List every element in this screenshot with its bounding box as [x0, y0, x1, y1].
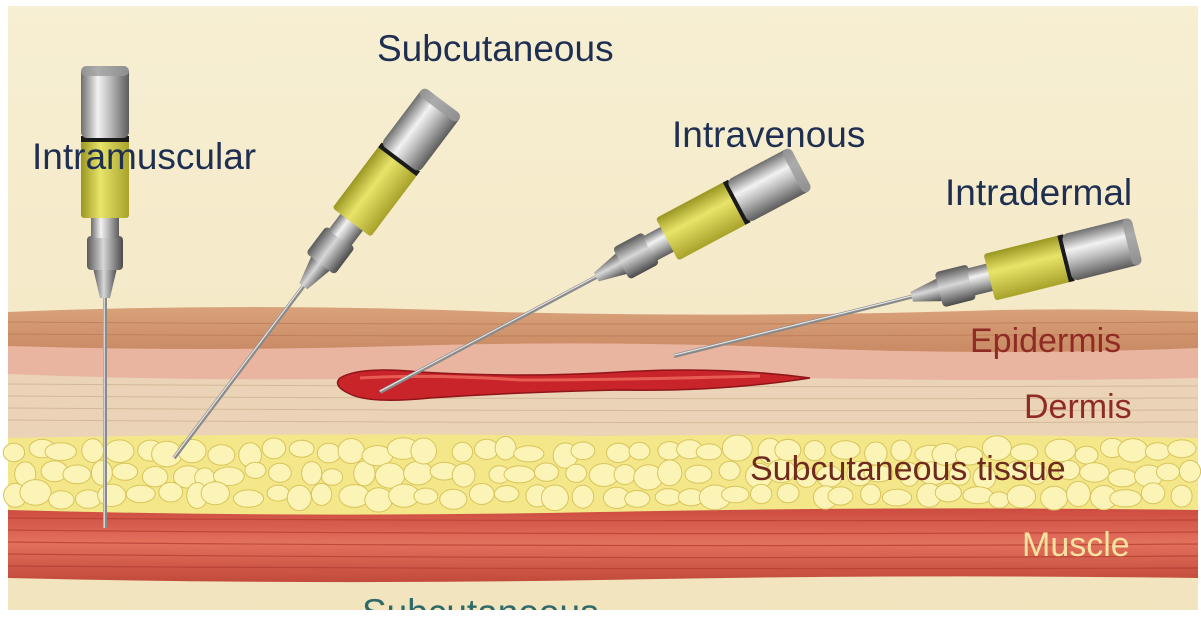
plunger-cap [81, 66, 129, 138]
fat-cell [1168, 440, 1196, 458]
fat-cell [91, 460, 112, 485]
fat-cell [269, 463, 292, 482]
fat-cell [685, 465, 712, 483]
fat-cell [302, 462, 322, 486]
fat-cell [1075, 446, 1098, 464]
fat-cell [719, 461, 740, 480]
fat-cell [440, 489, 467, 509]
fat-cell [1118, 439, 1148, 463]
fat-cell [452, 464, 475, 487]
fat-cell [105, 440, 134, 463]
fat-cell [126, 485, 155, 502]
fat-cell [566, 464, 587, 482]
fat-cell [655, 489, 681, 506]
fat-cell [571, 442, 595, 460]
fat-cell [262, 438, 285, 459]
fat-cell [504, 466, 535, 483]
fat-cell [882, 489, 911, 506]
fat-cell [1141, 483, 1164, 504]
fat-cell [1171, 485, 1192, 507]
label-epidermis: Epidermis [970, 324, 1121, 358]
fat-cell [514, 446, 544, 462]
fat-cell [45, 443, 76, 461]
fat-cell [76, 490, 102, 508]
fat-cell [404, 461, 433, 485]
fat-cell [287, 485, 311, 510]
label-muscle: Muscle [1022, 528, 1130, 562]
fat-cell [534, 463, 558, 481]
fat-cell [267, 485, 289, 501]
fat-cell [311, 483, 331, 505]
fat-cell [989, 492, 1009, 508]
fat-cell [112, 463, 137, 480]
fat-cell [494, 486, 519, 502]
fat-cell [1157, 463, 1180, 481]
cropped-caption: Subcutaneous [362, 596, 599, 610]
label-dermis: Dermis [1024, 390, 1132, 424]
label-subcutaneous: Subcutaneous [377, 30, 614, 67]
fat-cell [63, 465, 91, 484]
label-intravenous: Intravenous [672, 116, 865, 153]
needle-collar [87, 236, 123, 270]
fat-cell [1108, 469, 1137, 487]
fat-cell [495, 437, 516, 460]
fat-cell [411, 438, 437, 464]
fat-cell [322, 469, 343, 486]
fat-cell [614, 465, 635, 485]
fat-cell [1179, 460, 1200, 482]
fat-cell [201, 482, 229, 505]
fat-cell [696, 444, 722, 460]
fat-cell [20, 480, 51, 506]
muscle-layer [8, 503, 1198, 582]
fat-cell [1007, 485, 1035, 508]
fat-cell [1145, 443, 1170, 460]
fat-cell [338, 439, 364, 464]
fat-cell [414, 488, 438, 504]
fat-cell [452, 442, 472, 462]
fat-cell [722, 435, 752, 461]
fat-cell [625, 491, 650, 508]
fat-cell [1080, 463, 1110, 482]
fat-cell [629, 442, 650, 459]
fat-cell [178, 439, 206, 462]
fat-cell [607, 443, 631, 462]
fat-cell [317, 443, 340, 463]
fat-cell [3, 443, 24, 461]
fat-cell [963, 487, 993, 504]
label-intradermal: Intradermal [945, 174, 1132, 211]
label-subcutaneous-tissue: Subcutaneous tissue [750, 452, 1066, 486]
fat-cell [572, 485, 594, 508]
label-intramuscular: Intramuscular [32, 138, 256, 175]
fat-cell [365, 488, 393, 512]
fat-cell [49, 491, 74, 509]
fat-cell [469, 484, 494, 505]
fat-cell [1041, 486, 1068, 510]
fat-cell [1067, 481, 1091, 506]
fat-cell [233, 490, 263, 507]
fat-cell [541, 485, 568, 511]
fat-cell [98, 484, 126, 506]
fat-cell [289, 440, 314, 457]
fat-cell [245, 462, 266, 478]
fat-cell [208, 445, 235, 466]
barrel-tip [91, 216, 119, 238]
fat-cell [159, 482, 183, 502]
fat-cell [1110, 490, 1142, 507]
fat-cell [722, 486, 749, 503]
fat-cell [658, 460, 682, 486]
fat-cell [828, 487, 853, 505]
fat-cell [82, 439, 104, 463]
